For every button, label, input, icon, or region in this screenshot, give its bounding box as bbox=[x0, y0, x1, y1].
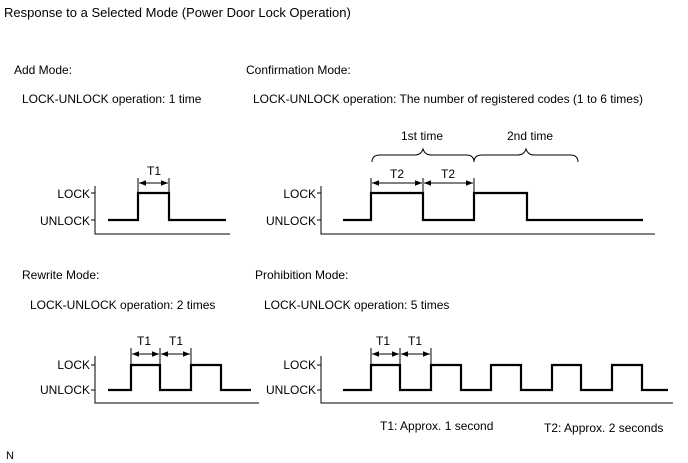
prohibition-axis bbox=[320, 356, 673, 404]
confirmation-unlock-label: UNLOCK bbox=[265, 214, 316, 228]
legend-t1: T1: Approx. 1 second bbox=[380, 419, 494, 433]
brace-label-second-time: 2nd time bbox=[507, 129, 553, 143]
confirmation-mode-diagram: T2 T2 1st time 2nd time bbox=[317, 129, 655, 235]
confirmation-mode-heading: Confirmation Mode: bbox=[246, 63, 351, 77]
prohibition-waveform bbox=[343, 363, 668, 392]
brace-label-first-time: 1st time bbox=[401, 129, 443, 143]
page-title: Response to a Selected Mode (Power Door … bbox=[4, 5, 351, 20]
corner-code: N bbox=[6, 450, 14, 462]
prohibition-t1-label-a: T1 bbox=[376, 334, 390, 348]
confirmation-axis bbox=[320, 186, 655, 235]
add-unlock-label: UNLOCK bbox=[39, 214, 90, 228]
brace-first-time bbox=[371, 147, 475, 163]
rewrite-mode-diagram: T1 T1 bbox=[91, 334, 259, 404]
add-mode-heading: Add Mode: bbox=[14, 63, 73, 77]
prohibition-unlock-label: UNLOCK bbox=[265, 383, 316, 397]
confirmation-mode-operation: LOCK-UNLOCK operation: The number of reg… bbox=[253, 92, 643, 106]
prohibition-t1-label-b: T1 bbox=[408, 334, 422, 348]
add-waveform bbox=[108, 191, 226, 222]
rewrite-t1-label-b: T1 bbox=[169, 334, 183, 348]
confirmation-waveform bbox=[343, 191, 643, 222]
prohibition-mode-operation: LOCK-UNLOCK operation: 5 times bbox=[264, 298, 450, 312]
add-axis bbox=[94, 186, 230, 235]
brace-second-time bbox=[473, 147, 579, 163]
prohibition-mode-heading: Prohibition Mode: bbox=[255, 268, 349, 282]
prohibition-mode-diagram: T1 T1 bbox=[317, 334, 673, 404]
prohibition-lock-label: LOCK bbox=[283, 358, 316, 372]
rewrite-mode-heading: Rewrite Mode: bbox=[22, 268, 100, 282]
rewrite-unlock-label: UNLOCK bbox=[39, 383, 90, 397]
add-mode-diagram: T1 bbox=[91, 164, 230, 235]
rewrite-axis bbox=[94, 356, 259, 404]
add-t1-label: T1 bbox=[147, 164, 161, 178]
rewrite-waveform bbox=[108, 363, 251, 392]
rewrite-lock-label: LOCK bbox=[57, 358, 90, 372]
confirmation-lock-label: LOCK bbox=[283, 187, 316, 201]
confirmation-t2-label-b: T2 bbox=[441, 167, 455, 181]
add-mode-operation: LOCK-UNLOCK operation: 1 time bbox=[22, 92, 202, 106]
legend-t2: T2: Approx. 2 seconds bbox=[544, 421, 664, 435]
add-lock-label: LOCK bbox=[57, 187, 90, 201]
confirmation-t2-label-a: T2 bbox=[390, 167, 404, 181]
rewrite-t1-label-a: T1 bbox=[137, 334, 151, 348]
rewrite-mode-operation: LOCK-UNLOCK operation: 2 times bbox=[30, 298, 216, 312]
